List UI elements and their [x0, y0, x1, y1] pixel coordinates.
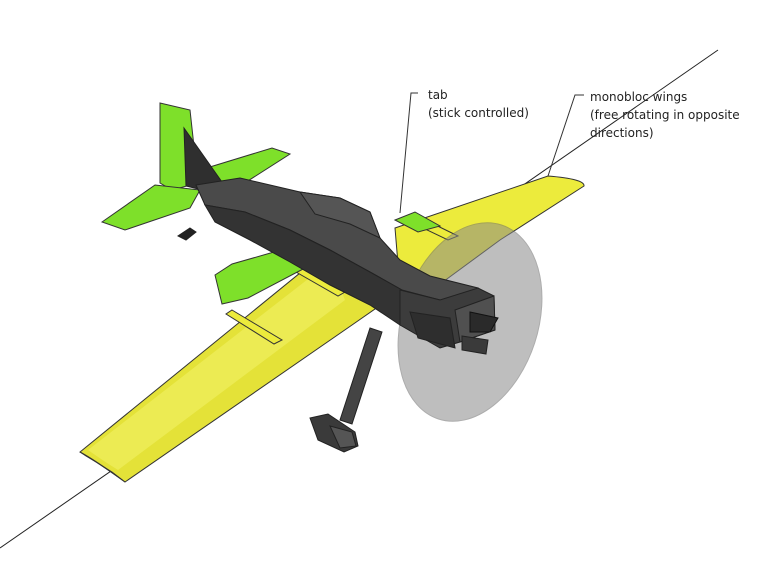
tail-skid	[177, 227, 197, 241]
landing-gear-leg	[339, 327, 383, 425]
left-wing-highlight	[88, 262, 345, 470]
cowling-lower	[409, 311, 456, 349]
left-wingtip-tab	[79, 451, 126, 483]
wings-leader-line	[547, 94, 584, 177]
tab-annotation-line2: (stick controlled)	[428, 106, 529, 120]
exhaust-block	[461, 335, 489, 355]
tab-annotation-line1: tab	[428, 88, 448, 102]
stabilizer-strip	[393, 211, 442, 233]
wings-annotation-line3: directions)	[590, 126, 654, 140]
wings-annotation: monobloc wings (free rotating in opposit…	[590, 88, 740, 142]
tab-annotation: tab (stick controlled)	[428, 86, 529, 122]
canopy	[298, 191, 381, 239]
wings-annotation-line2: (free rotating in opposite	[590, 108, 740, 122]
wheel-fairing-face	[329, 425, 357, 449]
wings-annotation-line1: monobloc wings	[590, 90, 688, 104]
left-wing-tab	[225, 309, 284, 345]
left-stabilizer	[100, 184, 201, 231]
propeller-spinner	[469, 311, 499, 333]
tab-leader-line	[399, 92, 418, 214]
